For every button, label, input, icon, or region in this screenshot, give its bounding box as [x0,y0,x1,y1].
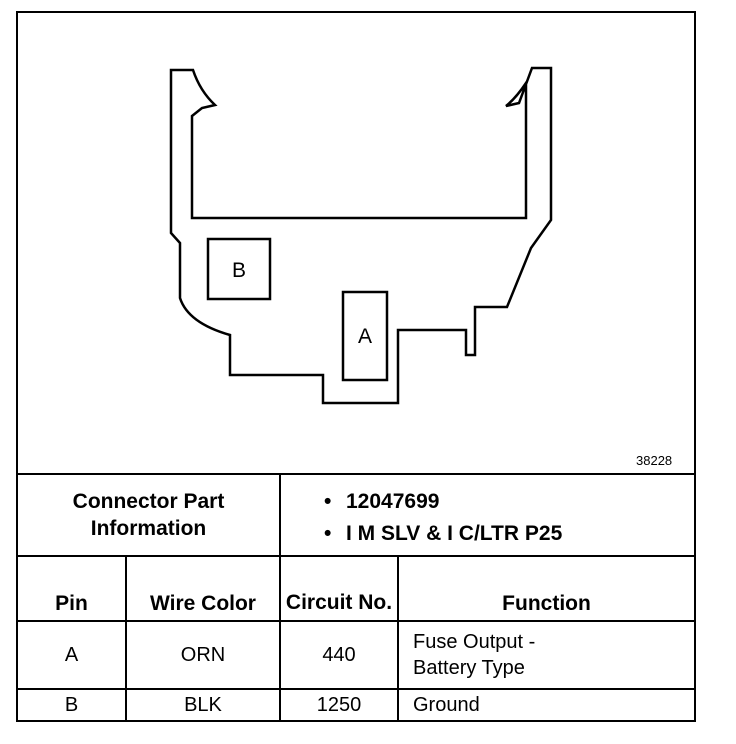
header-circuit-no: Circuit No. [285,591,393,614]
header-pin: Pin [55,592,88,615]
row-a-function: Fuse Output - Battery Type [413,631,536,679]
part-info-divider [279,473,281,722]
part-info-item: •12047699 [324,490,440,513]
pin-a-label: A [358,325,372,348]
part-info-item: •I M SLV & I C/LTR P25 [324,522,563,545]
row-a-wire-color: ORN [180,644,226,666]
part-info-label: Connector Part Information [72,490,225,540]
header-function: Function [502,592,591,615]
connector-frame: B A 38228 Connector Part Information •12… [16,11,696,722]
table-top-rule [18,473,694,475]
row-a-pin: A [64,644,79,666]
connector-housing-outline [169,66,553,405]
header-bottom-rule [18,620,694,622]
pin-a-cavity [341,290,389,382]
pin-b-label: B [232,259,246,282]
figure-number: 38228 [636,453,673,468]
row-b-circuit: 1250 [316,694,362,716]
row-b-wire-color: BLK [184,694,222,716]
row-a-circuit: 440 [322,644,356,666]
row-b-function: Ground [413,694,480,716]
part-info-bottom-rule [18,555,694,557]
header-wire-color: Wire Color [150,592,256,615]
col-divider-3 [397,555,399,722]
col-divider-1 [125,555,127,722]
row-a-bottom-rule [18,688,694,690]
part-info-list: •12047699 •I M SLV & I C/LTR P25 [324,489,562,553]
connector-diagram: B A [169,66,553,405]
row-b-pin: B [64,694,79,716]
pin-b-cavity [206,237,272,301]
